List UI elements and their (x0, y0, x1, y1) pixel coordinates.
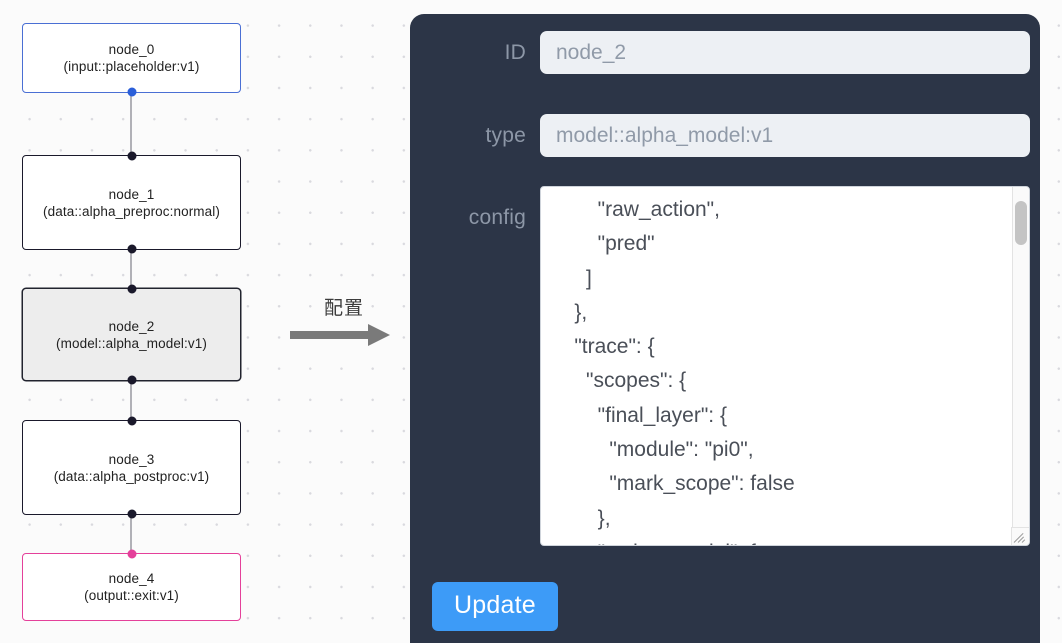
node-handle-target-node_4[interactable] (127, 549, 136, 559)
edge-node1-node2 (130, 250, 132, 288)
edge-node3-node4 (130, 515, 132, 553)
node-title-node_1: node_1 (108, 186, 155, 202)
config-scrollbar-thumb[interactable] (1015, 201, 1027, 245)
node-config-panel: ID type config "raw_action", "pred" ] },… (410, 14, 1040, 643)
type-field-label: type (485, 123, 526, 147)
edge-node2-node3 (130, 381, 132, 420)
type-field-row: type (422, 114, 1030, 157)
node-subtitle-node_4: (output::exit:v1) (84, 588, 179, 603)
update-button[interactable]: Update (432, 582, 558, 631)
annotation-arrow: 配置 (290, 296, 398, 346)
node-handle-target-node_1[interactable] (127, 151, 136, 161)
resize-handle-icon[interactable] (1011, 527, 1029, 545)
config-textarea-wrapper[interactable]: "raw_action", "pred" ] }, "trace": { "sc… (540, 186, 1030, 546)
type-input[interactable] (540, 114, 1030, 157)
node-title-node_0: node_0 (108, 42, 155, 57)
right-arrow-icon (290, 324, 398, 346)
node-handle-source-node_3[interactable] (127, 509, 136, 519)
id-field-row: ID (422, 31, 1030, 74)
id-field-label: ID (504, 40, 526, 64)
flow-node-node_1[interactable]: node_1 (data::alpha_preproc:normal) (22, 151, 241, 254)
node-subtitle-node_1: (data::alpha_preproc:normal) (43, 203, 220, 219)
node-subtitle-node_2: (model::alpha_model:v1) (56, 335, 207, 351)
config-textarea[interactable]: "raw_action", "pred" ] }, "trace": { "sc… (574, 198, 795, 545)
node-handle-target-node_3[interactable] (127, 416, 136, 426)
config-field-label: config (468, 206, 526, 229)
node-handle-source-node_1[interactable] (127, 244, 136, 254)
node-title-node_4: node_4 (108, 571, 155, 586)
node-subtitle-node_3: (data::alpha_postproc:v1) (53, 468, 210, 484)
node-title-node_2: node_2 (108, 318, 155, 334)
config-scrollbar[interactable] (1012, 187, 1029, 529)
annotation-label: 配置 (323, 297, 364, 319)
node-subtitle-node_0: (input::placeholder:v1) (63, 59, 200, 74)
flow-node-node_3[interactable]: node_3 (data::alpha_postproc:v1) (22, 416, 241, 519)
node-handle-source-node_2[interactable] (127, 375, 136, 385)
node-handle-source-node_0[interactable] (127, 87, 136, 97)
node-title-node_3: node_3 (108, 451, 155, 467)
edge-node0-node1 (130, 93, 132, 155)
id-input[interactable] (540, 31, 1030, 74)
flow-node-node_2[interactable]: node_2 (model::alpha_model:v1) (22, 284, 241, 385)
flow-node-node_4[interactable]: node_4 (output::exit:v1) (22, 549, 241, 621)
flow-node-node_0[interactable]: node_0 (input::placeholder:v1) (22, 23, 241, 97)
config-field-row: config "raw_action", "pred" ] }, "trace"… (422, 186, 1030, 546)
node-handle-target-node_2[interactable] (127, 284, 136, 294)
